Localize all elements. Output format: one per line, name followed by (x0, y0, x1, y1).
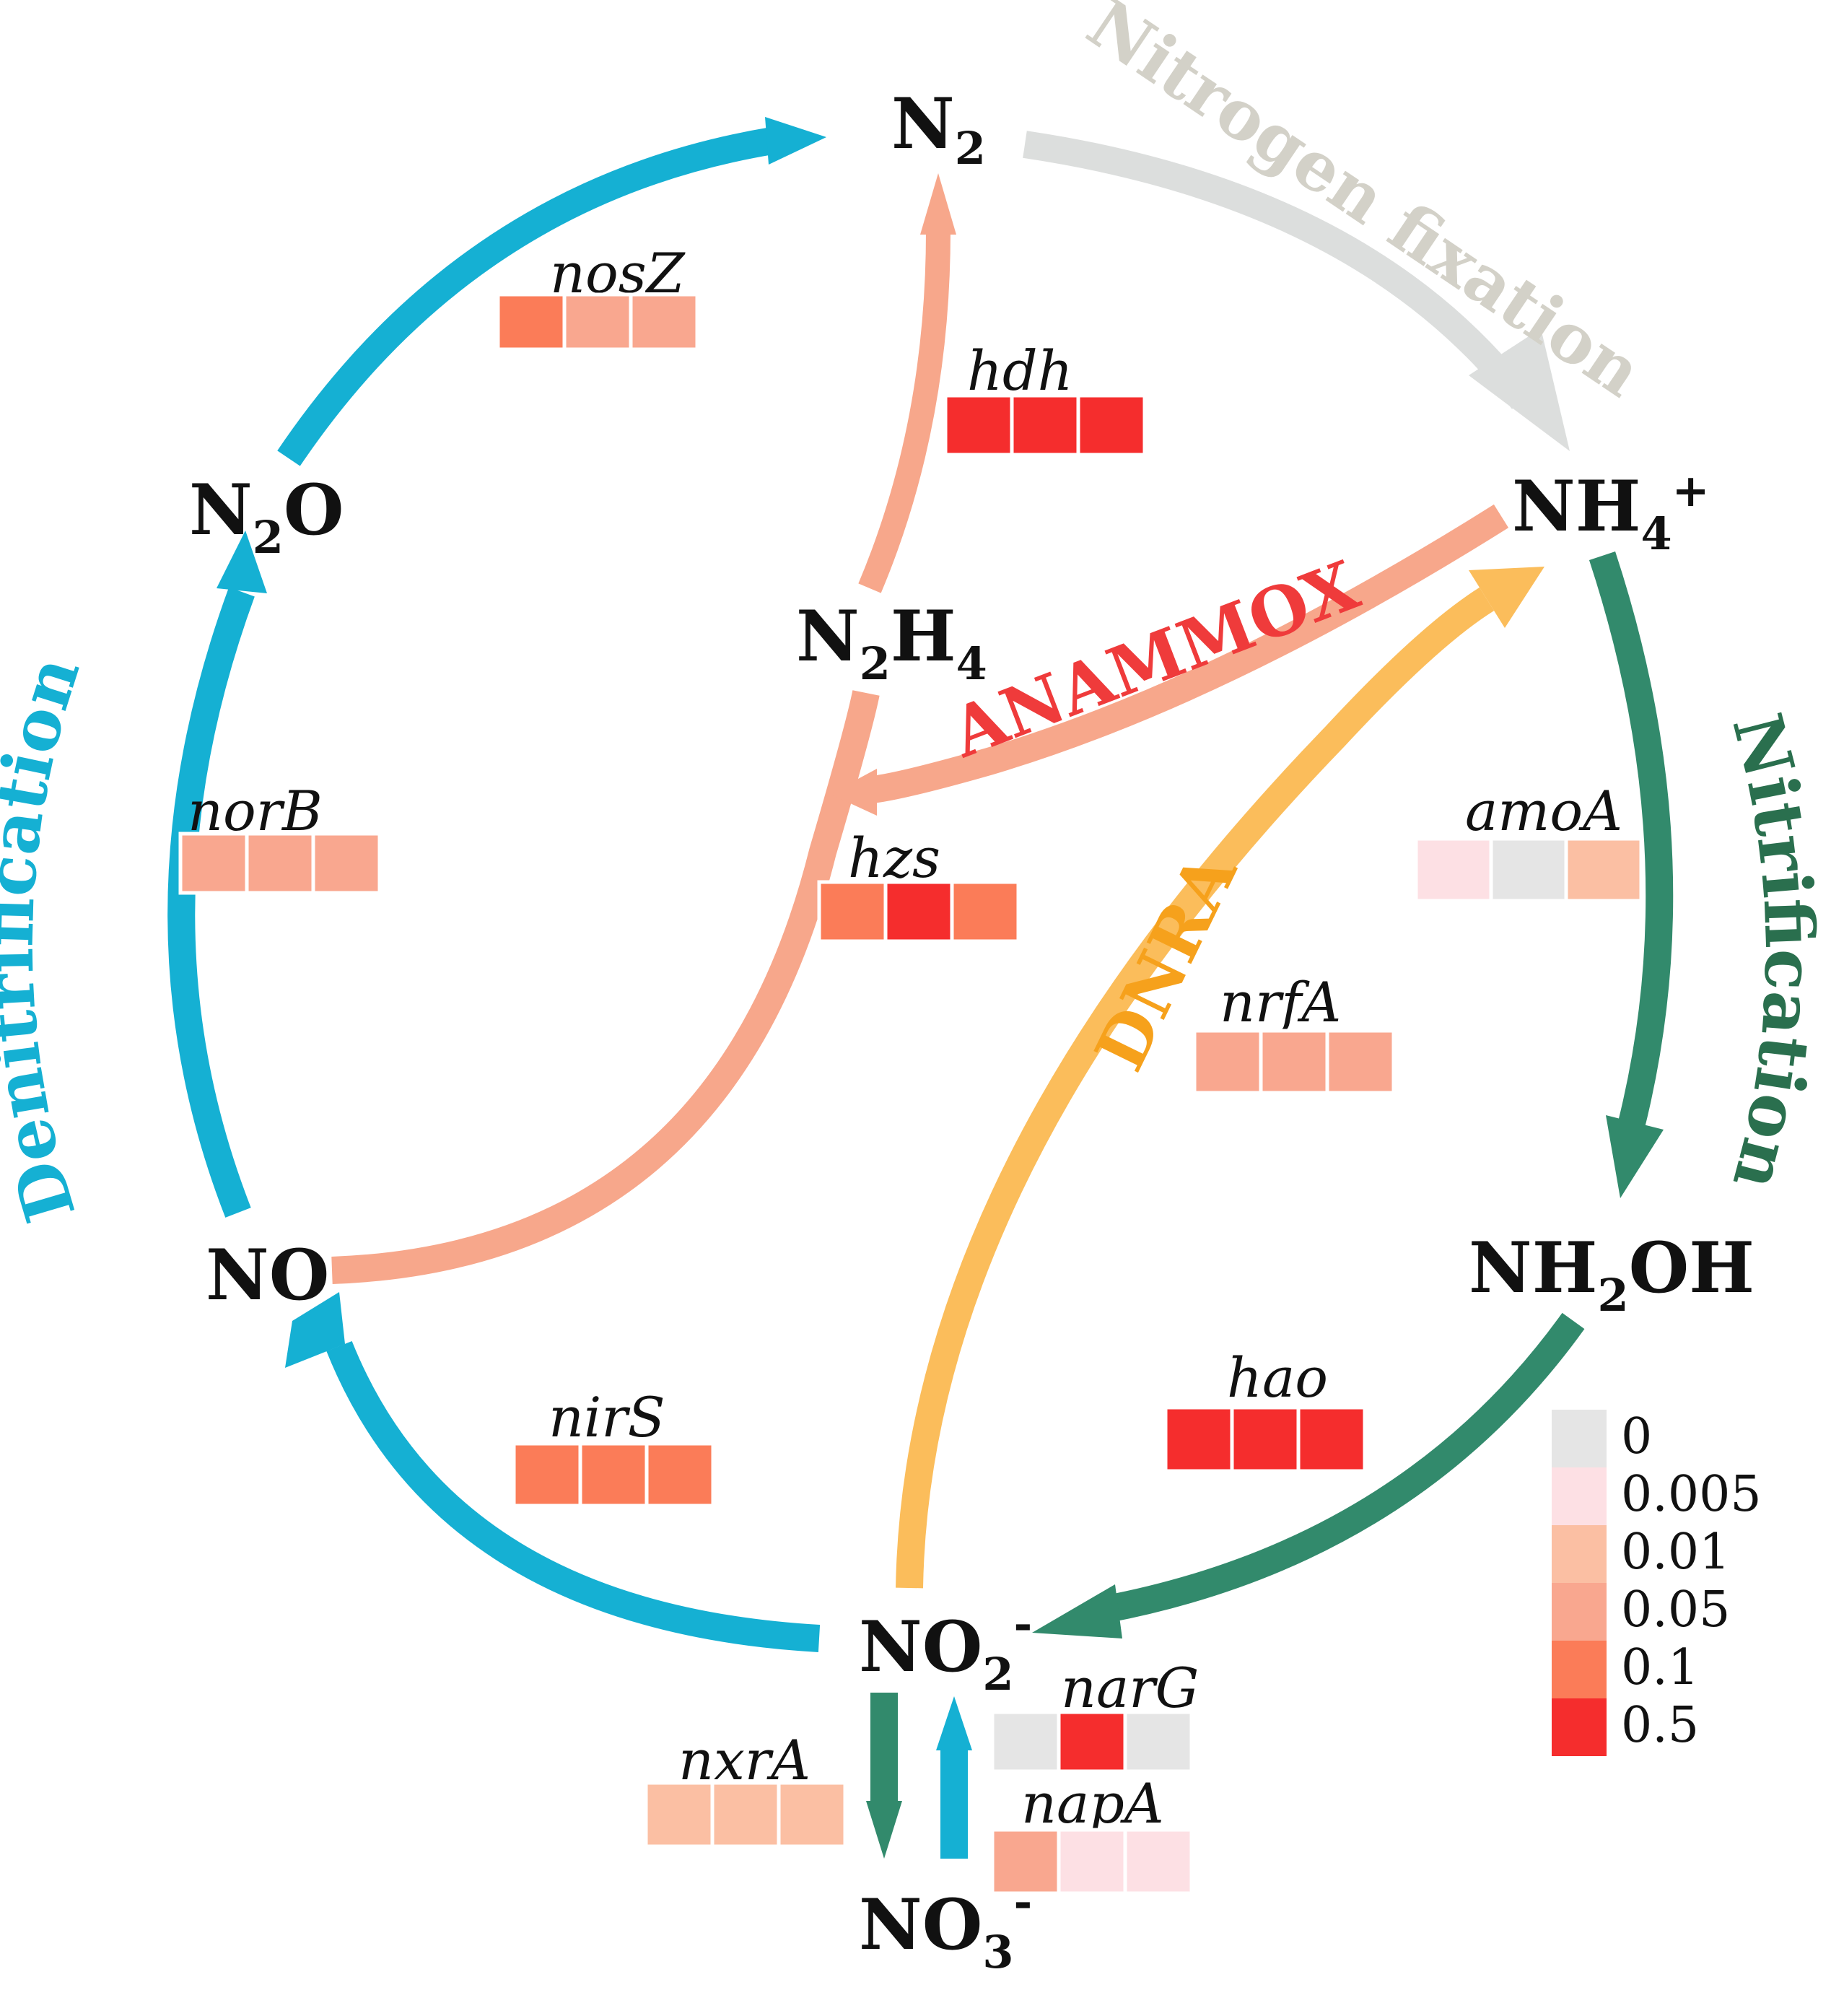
nitrogen-fixation-arrow (1023, 131, 1570, 451)
nh4-label: NH4+ (1512, 464, 1710, 560)
legend-swatch-1 (1552, 1467, 1607, 1525)
dnra-arrow (896, 567, 1544, 1589)
legend-swatch-5 (1552, 1698, 1607, 1756)
gene-napA: napA (990, 1771, 1194, 1895)
heatmap-cell-nrfA-1 (1192, 1029, 1263, 1095)
gene-label-hdh: hdh (967, 339, 1073, 403)
heatmap-cell-napA-1 (990, 1828, 1061, 1895)
anammox-arrows (331, 173, 1509, 1284)
denitrification-label: Denitrification (0, 647, 95, 1231)
heatmap-cell-nrfA-3 (1325, 1029, 1396, 1095)
legend-swatch-3 (1552, 1583, 1607, 1641)
gene-nrfA: nrfA (1192, 970, 1396, 1095)
gene-label-hao: hao (1227, 1345, 1328, 1410)
gene-hdh: hdh (943, 339, 1147, 457)
heatmap-cell-hdh-2 (1010, 393, 1080, 457)
denitrification-arrows (167, 117, 972, 1859)
nitrification-arrows (866, 551, 1674, 1859)
legend-label-2: 0.01 (1621, 1524, 1730, 1581)
heatmap-cell-nirS-3 (644, 1441, 715, 1508)
heatmap-cell-nxrA-2 (710, 1781, 781, 1849)
heatmap-cell-hao-1 (1163, 1405, 1234, 1473)
heatmap-cell-hao-3 (1296, 1405, 1367, 1473)
legend-swatch-2 (1552, 1525, 1607, 1583)
gene-heatmaps: nosZ hdh norB hzs amoA nrfA hao nirS narG napA nxr… (178, 241, 1643, 1895)
gene-nosZ: nosZ (496, 241, 699, 352)
heatmap-cell-nrfA-2 (1259, 1029, 1329, 1095)
gene-label-hzs: hzs (848, 826, 940, 890)
heatmap-cell-nosZ-1 (496, 292, 567, 352)
heatmap-cell-nirS-2 (578, 1441, 649, 1508)
nitrification-label: Nitrification (1717, 706, 1830, 1198)
heatmap-cell-nxrA-3 (777, 1781, 847, 1849)
anammox-label: ANAMMOX (940, 546, 1369, 774)
legend-swatch-0 (1552, 1410, 1607, 1467)
gene-narG: narG (990, 1656, 1199, 1773)
legend-label-4: 0.1 (1621, 1639, 1699, 1696)
heatmap-cell-hao-2 (1230, 1405, 1301, 1473)
heatmap-cell-hzs-1 (817, 880, 888, 943)
n2h4-label: N2H4 (796, 595, 987, 690)
gene-label-nrfA: nrfA (1220, 970, 1341, 1034)
legend-label-3: 0.05 (1621, 1581, 1730, 1638)
nitrogen-fixation-label: Nitrogen fixation (1073, 0, 1656, 413)
gene-label-nirS: nirS (549, 1385, 665, 1449)
heatmap-cell-nosZ-2 (562, 292, 633, 352)
heatmap-cell-narG-2 (1057, 1710, 1127, 1773)
heatmap-cell-nxrA-1 (644, 1781, 715, 1849)
gene-hao: hao (1163, 1345, 1367, 1473)
gene-amoA: amoA (1414, 779, 1643, 903)
n2o-label: N2O (189, 469, 344, 564)
heatmap-cell-narG-3 (1123, 1710, 1194, 1773)
heatmap-cell-hdh-3 (1076, 393, 1147, 457)
legend-label-1: 0.005 (1621, 1466, 1762, 1523)
gene-label-narG: narG (1061, 1656, 1199, 1720)
heatmap-cell-napA-2 (1057, 1828, 1127, 1895)
heatmap-cell-amoA-3 (1564, 837, 1643, 903)
nh2oh-label: NH2OH (1469, 1227, 1754, 1322)
heatmap-cell-nirS-1 (512, 1441, 582, 1508)
heatmap-cell-napA-3 (1123, 1828, 1194, 1895)
legend-label-5: 0.5 (1621, 1697, 1699, 1754)
heatmap-cell-amoA-1 (1414, 837, 1493, 903)
heatmap-cell-hzs-2 (883, 880, 954, 943)
n2-label: N2 (891, 83, 986, 175)
gene-label-amoA: amoA (1465, 779, 1622, 843)
heatmap-cell-nosZ-3 (629, 292, 699, 352)
gene-nirS: nirS (512, 1385, 715, 1508)
heatmap-cell-hzs-3 (950, 880, 1021, 943)
legend-label-0: 0 (1621, 1408, 1652, 1465)
legend-swatch-4 (1552, 1641, 1607, 1698)
heatmap-cell-norB-2 (245, 832, 315, 895)
gene-norB: norB (178, 779, 382, 895)
gene-hzs: hzs (817, 826, 1021, 943)
heatmap-cell-hdh-1 (943, 393, 1014, 457)
heatmap-cell-norB-1 (178, 832, 249, 895)
heatmap-cell-amoA-2 (1489, 837, 1568, 903)
heatmap-cell-norB-3 (311, 832, 382, 895)
no2-label: NO2- (859, 1597, 1032, 1701)
gene-label-napA: napA (1021, 1771, 1164, 1836)
gene-nxrA: nxrA (644, 1728, 847, 1849)
heatmap-cell-narG-1 (990, 1710, 1061, 1773)
no-label: NO (206, 1234, 329, 1316)
